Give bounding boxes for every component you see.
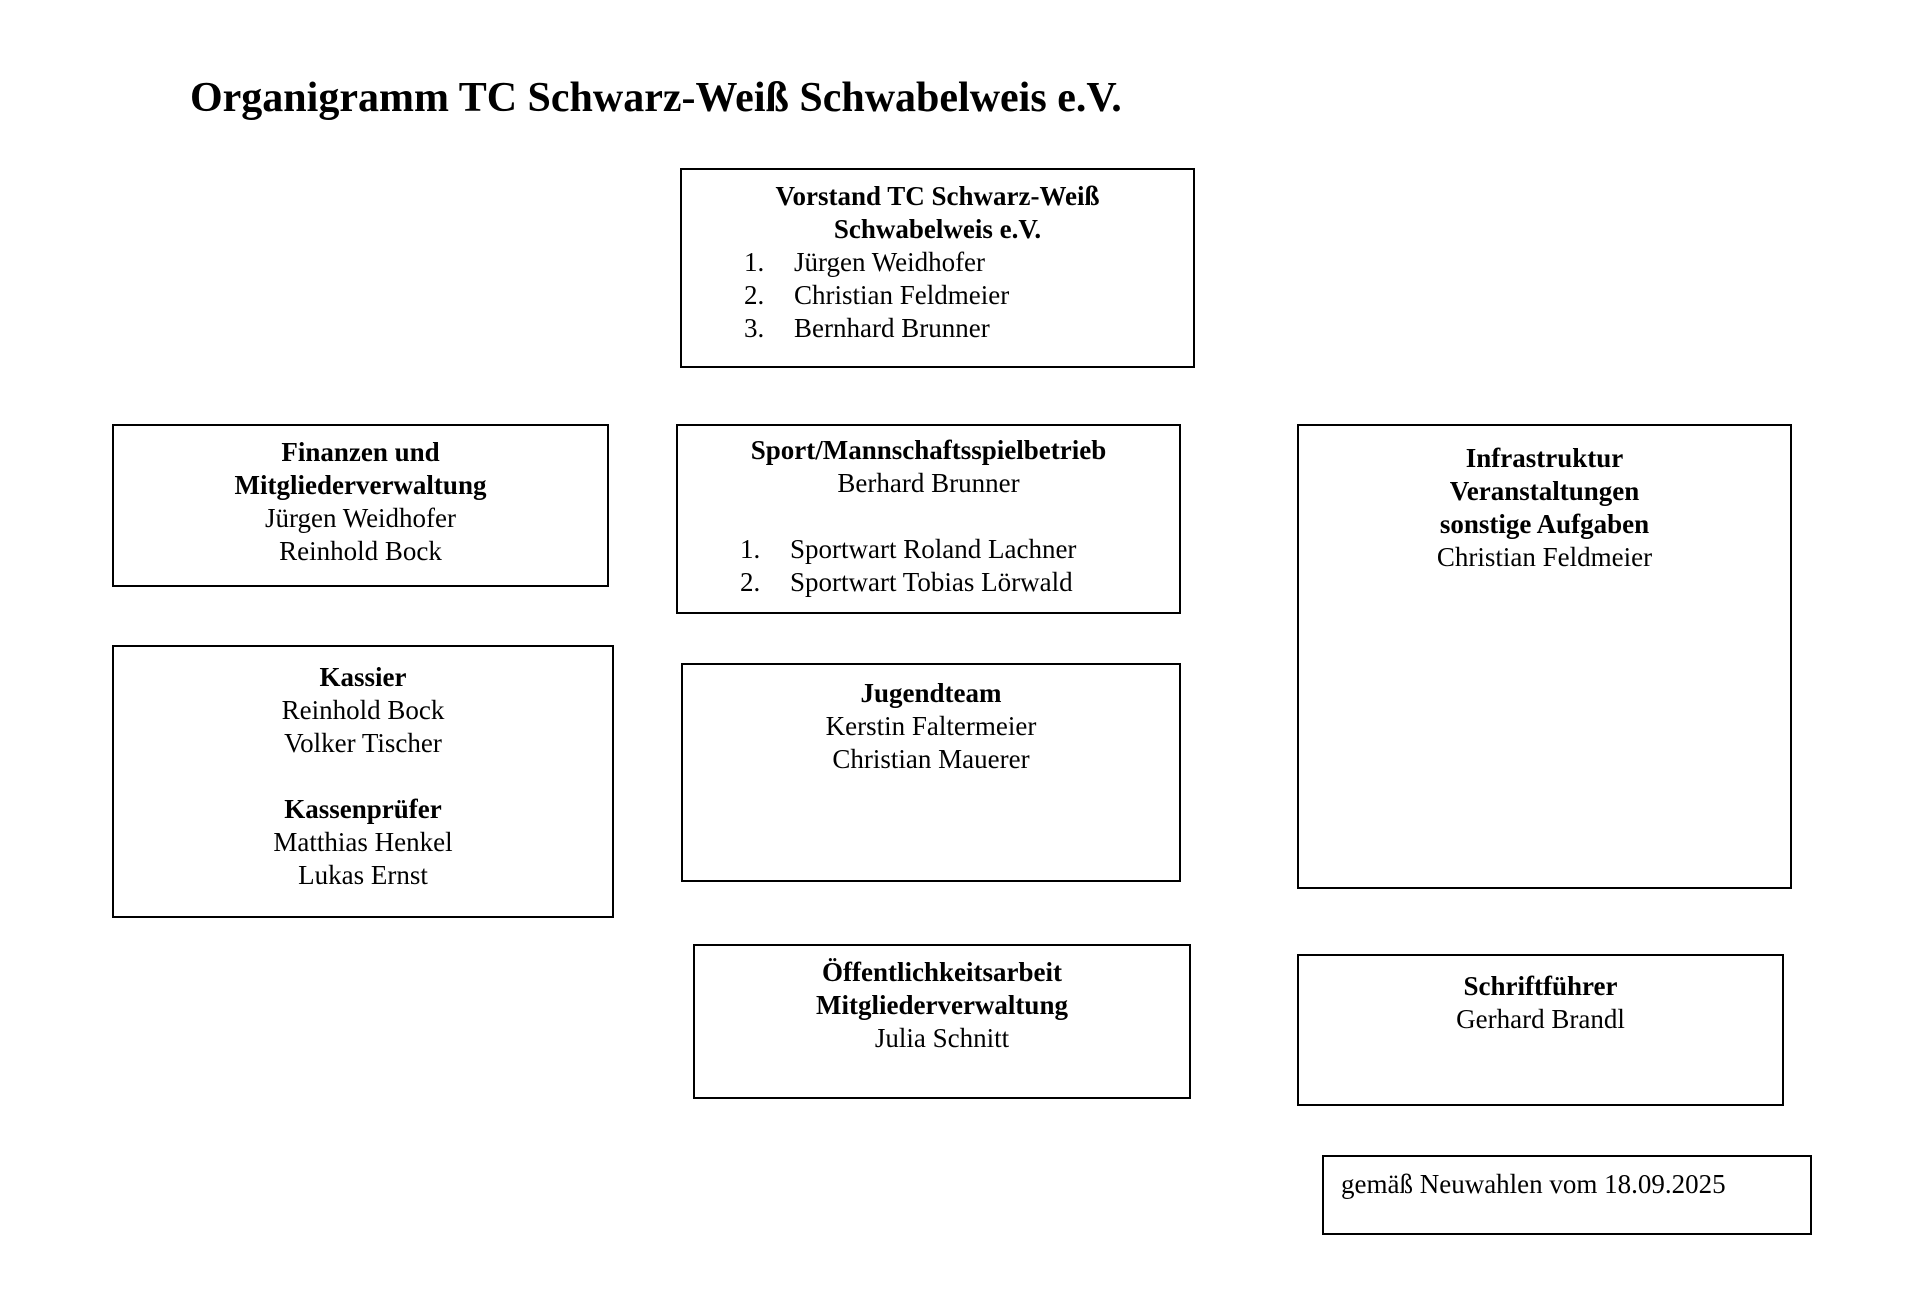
blank-line [678,500,1179,533]
list-item: 3. Bernhard Brunner [682,312,1193,345]
list-number: 1. [744,247,765,277]
vorstand-box: Vorstand TC Schwarz-Weiß Schwabelweis e.… [680,168,1195,368]
member-name: Reinhold Bock [281,695,445,725]
member-name: Christian Mauerer [832,744,1030,774]
member-name: Christian Feldmeier [794,280,1010,310]
member-name: Gerhard Brandl [1456,1004,1625,1034]
box-heading: sonstige Aufgaben [1439,509,1650,539]
member-name: Kerstin Faltermeier [825,711,1037,741]
list-number: 2. [744,280,765,310]
list-number: 1. [740,534,761,564]
box-heading: Schriftführer [1463,971,1618,1001]
box-heading: Schwabelweis e.V. [833,214,1042,244]
jugendteam-box: Jugendteam Kerstin Faltermeier Christian… [681,663,1181,882]
box-heading: Mitgliederverwaltung [234,470,487,500]
page-title: Organigramm TC Schwarz-Weiß Schwabelweis… [190,75,1122,121]
sport-box: Sport/Mannschaftsspielbetrieb Berhard Br… [676,424,1181,614]
blank-line [114,760,612,793]
list-item: 1. Jürgen Weidhofer [682,246,1193,279]
box-heading: Mitgliederverwaltung [816,990,1068,1020]
box-heading: Infrastruktur [1465,443,1624,473]
member-name: Christian Feldmeier [1436,542,1653,572]
member-name: Jürgen Weidhofer [794,247,986,277]
member-name: Berhard Brunner [837,468,1020,498]
member-name: Lukas Ernst [298,860,428,890]
note-text: gemäß Neuwahlen vom 18.09.2025 [1341,1169,1726,1199]
member-name: Jürgen Weidhofer [264,503,457,533]
box-subheading: Kassenprüfer [284,794,442,824]
box-heading: Öffentlichkeitsarbeit [822,957,1062,987]
schriftfuehrer-box: Schriftführer Gerhard Brandl [1297,954,1784,1106]
member-name: Bernhard Brunner [794,313,990,343]
box-heading: Vorstand TC Schwarz-Weiß [775,181,1100,211]
member-name: Volker Tischer [284,728,442,758]
kassier-box: Kassier Reinhold Bock Volker Tischer Kas… [112,645,614,918]
box-heading: Jugendteam [860,678,1002,708]
finanzen-box: Finanzen und Mitgliederverwaltung Jürgen… [112,424,609,587]
list-item: 2. Christian Feldmeier [682,279,1193,312]
list-number: 2. [740,567,761,597]
list-number: 3. [744,313,765,343]
box-heading: Veranstaltungen [1449,476,1640,506]
member-name: Julia Schnitt [874,1023,1010,1053]
oeffentlichkeitsarbeit-box: Öffentlichkeitsarbeit Mitgliederverwaltu… [693,944,1191,1099]
box-heading: Finanzen und [281,437,440,467]
infrastruktur-box: Infrastruktur Veranstaltungen sonstige A… [1297,424,1792,889]
member-name: Sportwart Roland Lachner [790,534,1077,564]
member-name: Reinhold Bock [279,536,442,566]
box-heading: Sport/Mannschaftsspielbetrieb [750,435,1107,465]
list-item: 1. Sportwart Roland Lachner [678,533,1179,566]
member-name: Matthias Henkel [273,827,453,857]
box-heading: Kassier [319,662,407,692]
list-item: 2. Sportwart Tobias Lörwald [678,566,1179,599]
member-name: Sportwart Tobias Lörwald [790,567,1073,597]
neuwahlen-note-box: gemäß Neuwahlen vom 18.09.2025 [1322,1155,1812,1235]
